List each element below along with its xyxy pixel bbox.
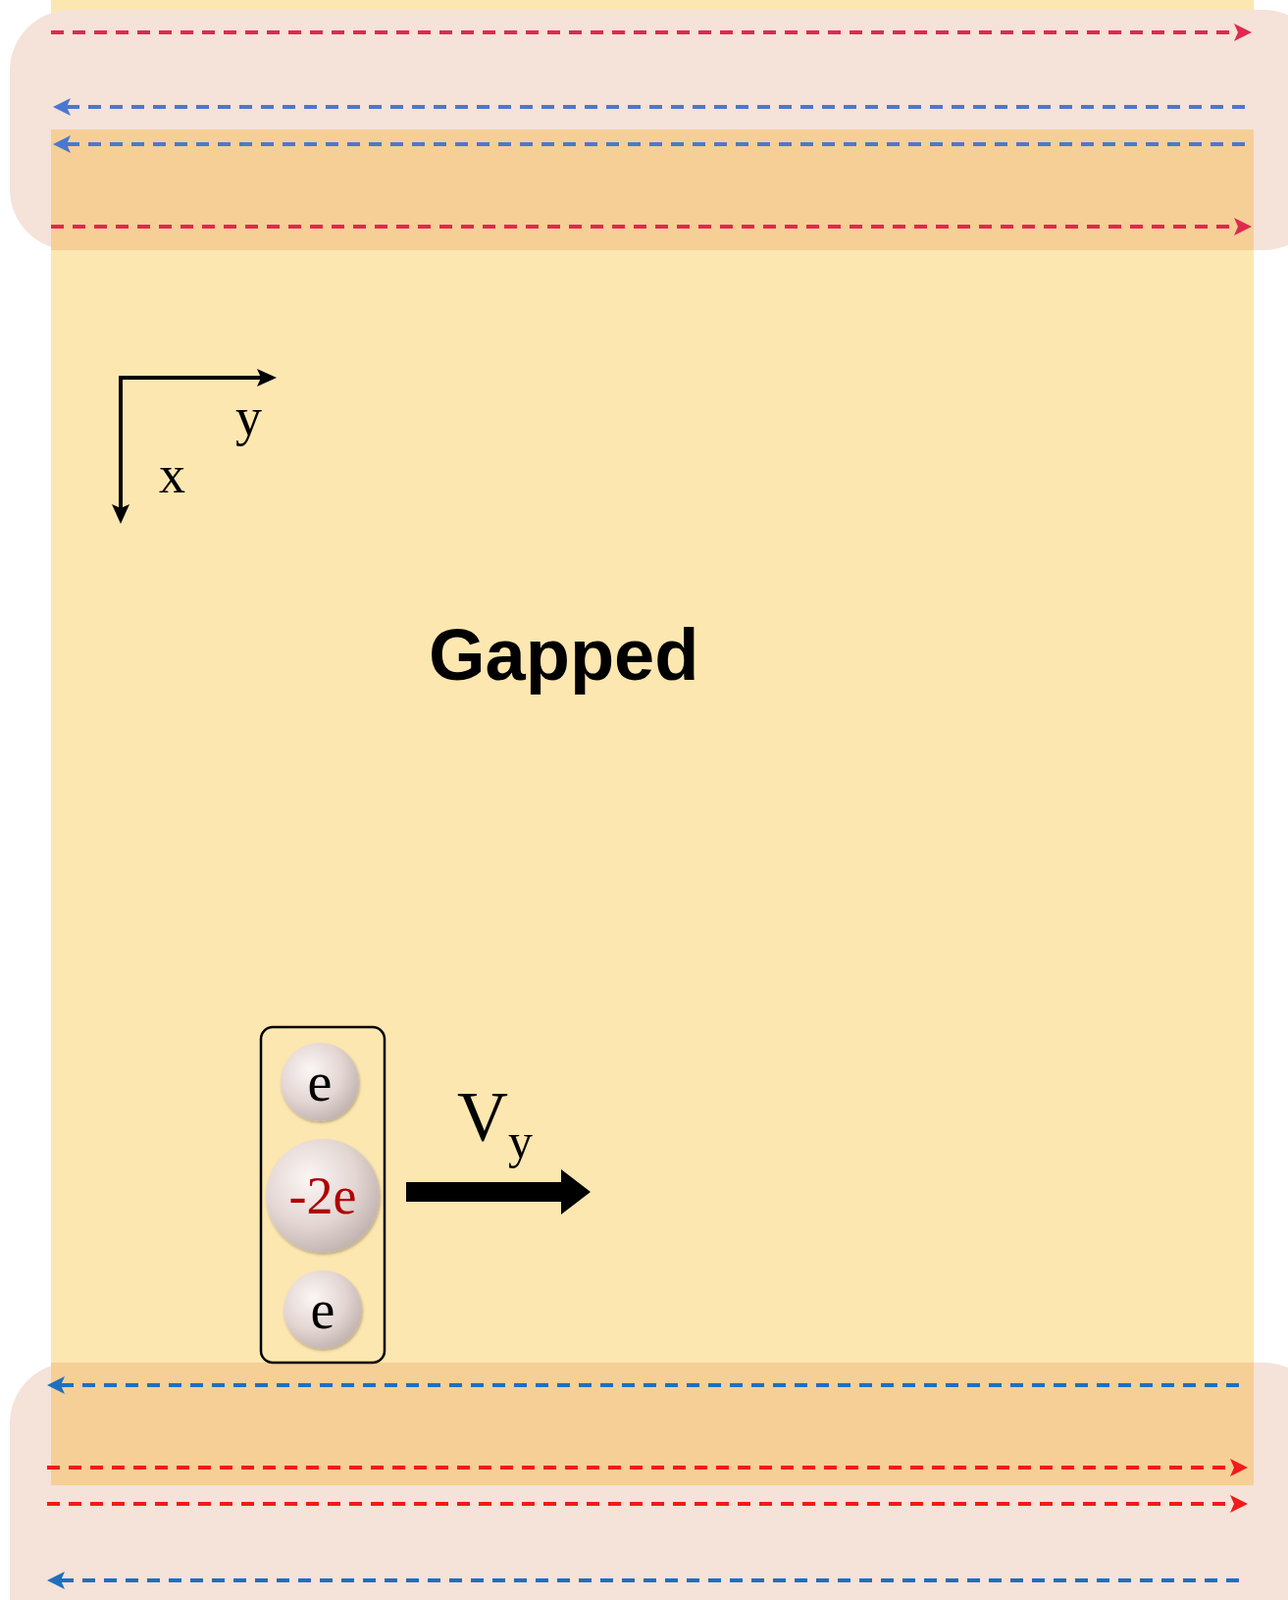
top-edge-modes	[51, 32, 1254, 227]
top-edge-band	[51, 129, 1254, 251]
top-edge-region	[9, 9, 1288, 251]
particle-circle: e	[280, 1042, 360, 1122]
charge-label: -2e	[289, 1169, 358, 1223]
bottom-arrowheads	[47, 1376, 1248, 1590]
velocity-arrow	[406, 1169, 591, 1215]
axis-arrowhead	[257, 368, 277, 387]
charge-label: e	[310, 1282, 336, 1338]
particle-frame	[260, 1027, 385, 1363]
velocity-symbol: V	[457, 1081, 509, 1152]
top-arrowheads	[52, 23, 1252, 236]
velocity-subscript: y	[508, 1116, 533, 1166]
region-label: Gapped	[428, 618, 699, 692]
axis-label: y	[235, 390, 262, 444]
particle-circle: -2e	[265, 1138, 380, 1253]
axis-label: x	[158, 448, 186, 502]
bottom-edge-modes	[47, 1385, 1248, 1581]
particle-circle: e	[283, 1270, 362, 1349]
coordinate-axes	[120, 377, 267, 518]
charge-label: e	[308, 1054, 333, 1110]
gapped-bulk	[51, 0, 1254, 1600]
bottom-edge-region	[9, 1362, 1288, 1600]
axis-arrowhead	[111, 504, 130, 524]
